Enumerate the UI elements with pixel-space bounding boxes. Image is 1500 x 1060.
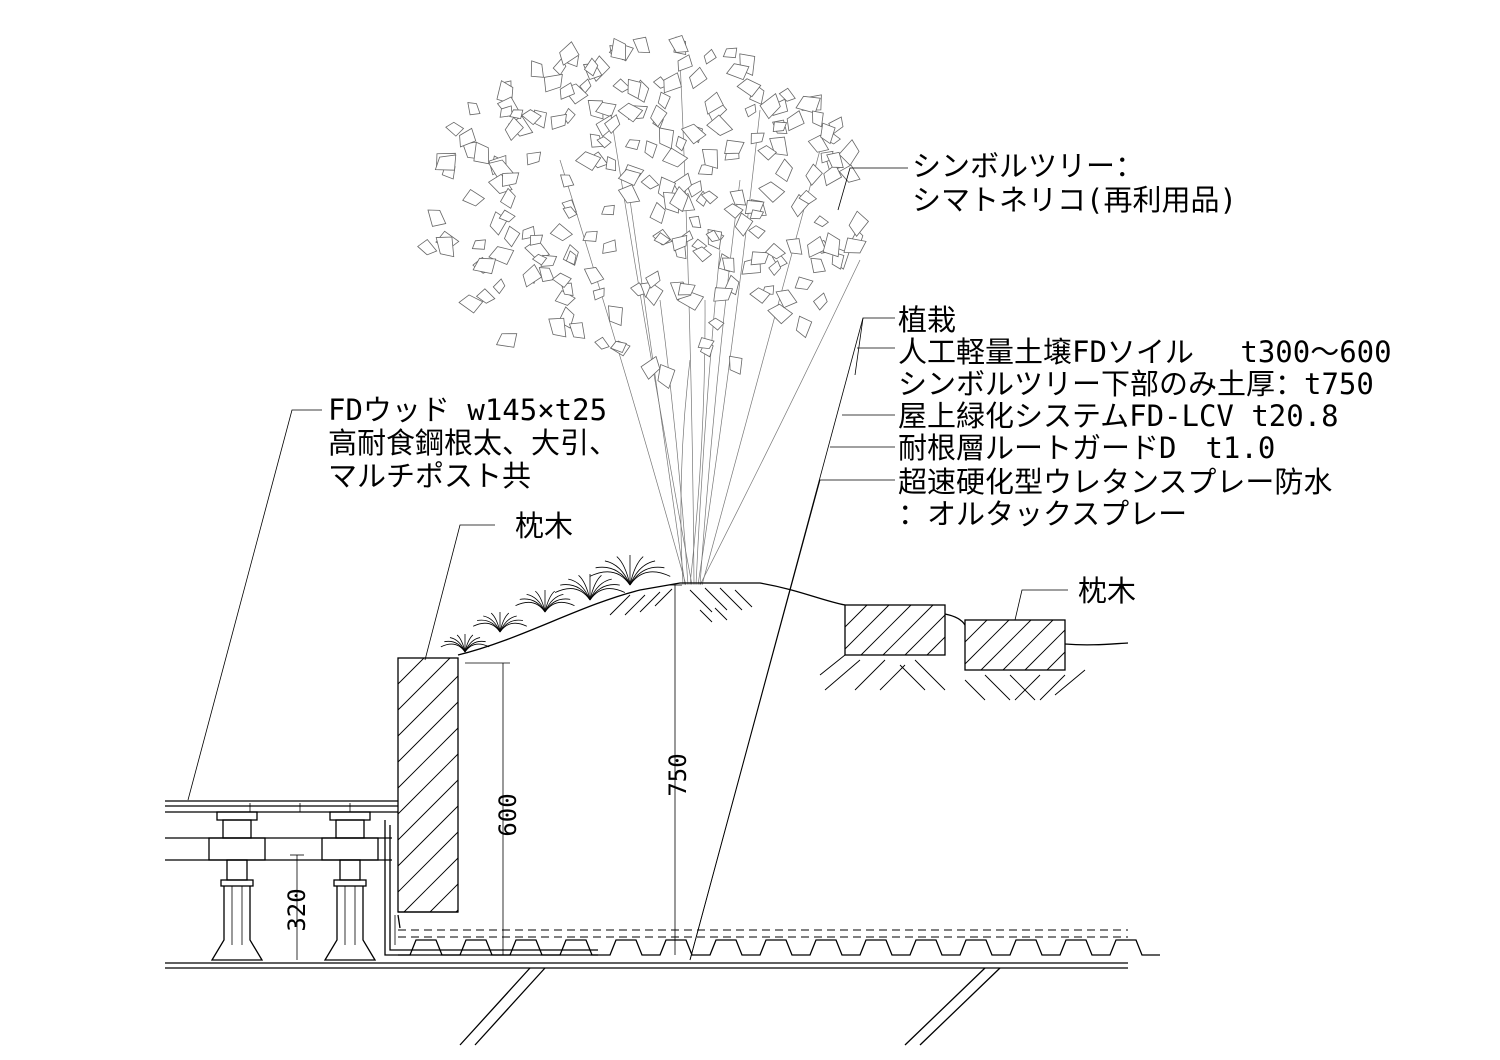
post-left	[208, 811, 266, 961]
dimension-600: 600	[465, 662, 522, 955]
dimension-750: 750	[664, 584, 692, 955]
soil-mound	[457, 582, 1129, 701]
roof-layers	[165, 820, 1160, 1046]
label-soil-depth: シンボルツリー下部のみ土厚：t750	[898, 367, 1374, 401]
label-waterproof-product: ：オルタックスプレー	[898, 497, 1187, 531]
label-sleeper-right: 枕木	[1078, 574, 1136, 608]
leader-lines	[187, 167, 1068, 961]
dimension-750-text: 750	[664, 753, 692, 796]
wood-deck	[165, 800, 398, 861]
sleeper-right-1	[844, 604, 946, 656]
label-wood-joists: 高耐食鋼根太、大引、	[328, 426, 618, 460]
label-greening-system: 屋上緑化システムFD-LCV t20.8	[898, 399, 1339, 433]
label-symbol-tree: シンボルツリー：	[912, 149, 1144, 183]
label-soil: 人工軽量土壌FDソイル t300～600	[898, 335, 1392, 369]
grass-plants	[440, 555, 671, 653]
sleeper-right-2	[964, 619, 1066, 671]
label-wood: FDウッド w145×t25	[328, 393, 607, 427]
label-planting: 植栽	[898, 303, 956, 337]
dimension-600-text: 600	[494, 793, 522, 836]
label-sleeper-left: 枕木	[515, 509, 573, 543]
annotation-labels: シンボルツリー： シマトネリコ(再利用品) 植栽 人工軽量土壌FDソイル t30…	[328, 149, 1392, 608]
label-waterproof: 超速硬化型ウレタンスプレー防水	[898, 465, 1332, 499]
tree-illustration	[417, 34, 870, 586]
dimension-320-text: 320	[283, 888, 311, 931]
label-symbol-tree-species: シマトネリコ(再利用品)	[912, 183, 1237, 217]
label-wood-posts: マルチポスト共	[328, 459, 531, 493]
sleeper-vertical	[397, 657, 459, 913]
dimension-320: 320	[283, 854, 311, 960]
post-right	[321, 811, 379, 961]
label-root-guard: 耐根層ルートガードD t1.0	[898, 431, 1275, 465]
